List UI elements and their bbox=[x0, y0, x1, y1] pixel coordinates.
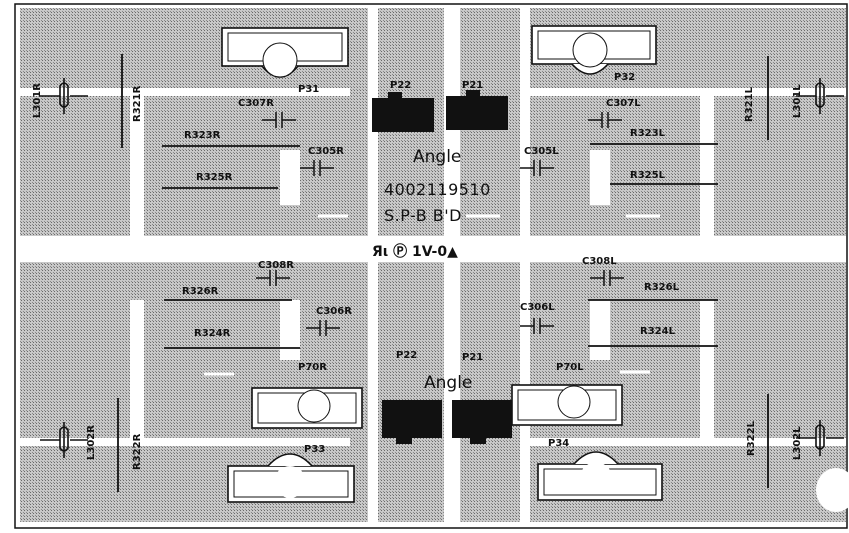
label-r323l: R323L bbox=[630, 128, 666, 139]
pad-label-p22-top: P22 bbox=[390, 80, 411, 91]
angle-label-top: Angle bbox=[413, 147, 461, 167]
label-c305l: C305L bbox=[524, 146, 559, 157]
pad-label-p32: P32 bbox=[614, 72, 635, 83]
pad-label-p21-bottom: P21 bbox=[462, 352, 483, 363]
label-l301l: L301L bbox=[792, 84, 803, 118]
label-c305r: C305R bbox=[308, 146, 344, 157]
label-l302l: L302L bbox=[792, 426, 803, 460]
label-r323r: R323R bbox=[184, 130, 221, 141]
label-r325r: R325R bbox=[196, 172, 233, 183]
dash-marks bbox=[204, 214, 660, 376]
copper-cutouts bbox=[20, 8, 846, 522]
label-c307l: C307L bbox=[606, 98, 641, 109]
label-r321l: R321L bbox=[744, 86, 755, 122]
pad-p70l bbox=[511, 384, 623, 426]
label-c308l: C308L bbox=[582, 256, 617, 267]
label-r324l: R324L bbox=[640, 326, 676, 337]
capacitor-symbols bbox=[256, 112, 624, 336]
pad-p34 bbox=[537, 451, 663, 501]
resistor-lines bbox=[117, 54, 769, 492]
pad-label-p22-bottom: P22 bbox=[396, 350, 417, 361]
pad-p33 bbox=[227, 453, 355, 503]
pad-label-p21-top: P21 bbox=[462, 80, 483, 91]
part-number: 4002119510 bbox=[384, 180, 491, 199]
pad-label-p34: P34 bbox=[548, 438, 569, 449]
pad-label-p31: P31 bbox=[298, 84, 319, 95]
label-c306r: C306R bbox=[316, 306, 352, 317]
pad-label-p70l: P70L bbox=[556, 362, 584, 373]
label-l302r: L302R bbox=[86, 425, 97, 460]
label-r326r: R326R bbox=[182, 286, 219, 297]
mounting-hole bbox=[816, 468, 849, 512]
pad-label-p70r: P70R bbox=[298, 362, 327, 373]
label-c307r: C307R bbox=[238, 98, 274, 109]
certification-mark: Яι Ⓟ 1V-0▲ bbox=[372, 243, 458, 260]
label-c308r: C308R bbox=[258, 260, 294, 271]
angle-label-bottom: Angle bbox=[424, 373, 472, 393]
label-r322r: R322R bbox=[132, 433, 143, 470]
label-r321r: R321R bbox=[132, 85, 143, 122]
pad-p31 bbox=[221, 27, 349, 78]
label-r324r: R324R bbox=[194, 328, 231, 339]
inductor-symbols bbox=[40, 78, 844, 458]
pad-p70r bbox=[251, 387, 363, 429]
pad-p32 bbox=[531, 25, 657, 75]
label-c306l: C306L bbox=[520, 302, 555, 313]
label-r322l: R322L bbox=[746, 420, 757, 456]
label-l301r: L301R bbox=[32, 83, 43, 118]
pad-label-p33: P33 bbox=[304, 444, 325, 455]
label-r325l: R325L bbox=[630, 170, 666, 181]
board-name: S.P-B B'D bbox=[384, 206, 462, 225]
label-r326l: R326L bbox=[644, 282, 680, 293]
connector-pads bbox=[372, 90, 512, 444]
